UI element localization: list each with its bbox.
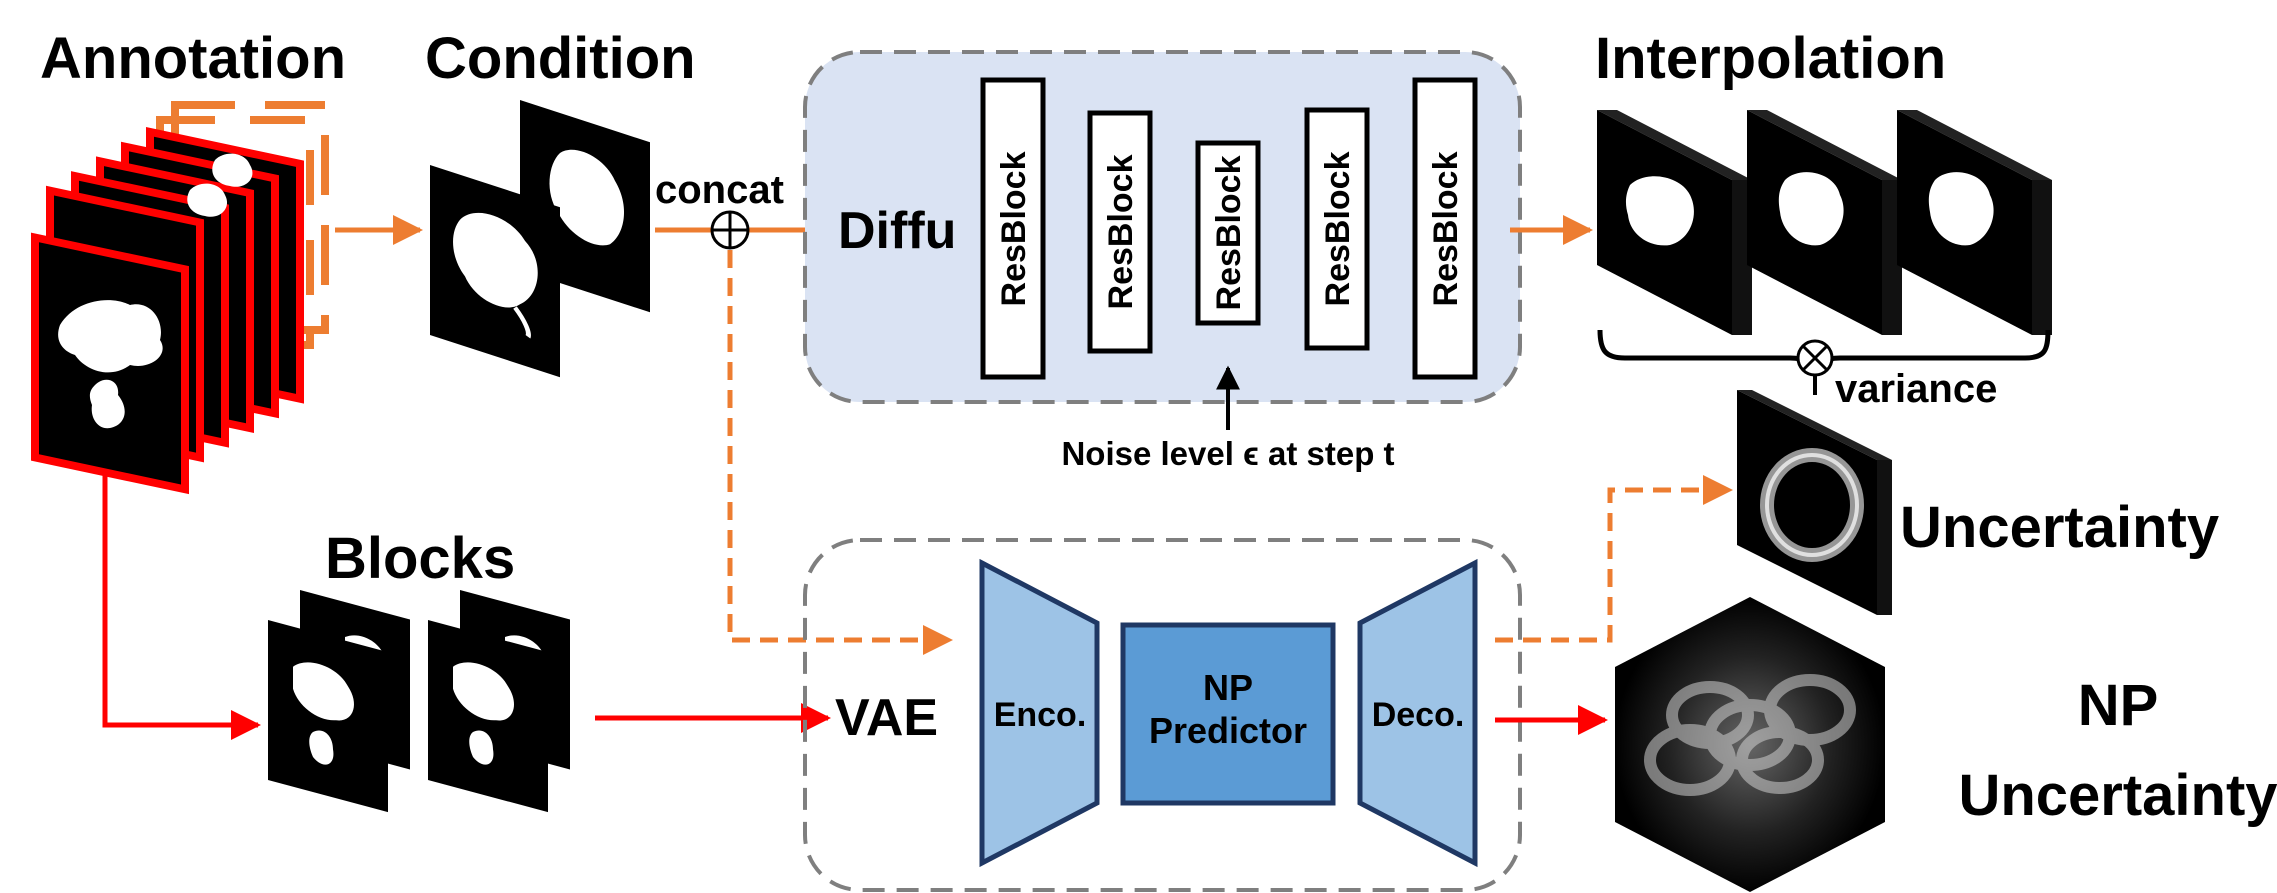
blocks-title: Blocks <box>325 526 515 591</box>
vae-label: VAE <box>835 689 938 747</box>
encoder-label: Enco. <box>994 696 1087 734</box>
diffu-label: Diffu <box>838 202 956 260</box>
circle-plus-icon <box>710 210 750 250</box>
uncertainty-map <box>1737 390 1892 615</box>
interpolation-title: Interpolation <box>1595 26 1946 91</box>
noise-level-label: Noise level ϵ at step t <box>1061 435 1394 472</box>
concat-to-vae-dashed-arrow <box>727 250 953 655</box>
encoder-block: Enco. <box>979 558 1100 868</box>
np-uncertainty-map <box>1615 597 1885 892</box>
resblock-1-label: ResBlock <box>995 151 1033 306</box>
resblock-4-label: ResBlock <box>1319 151 1357 306</box>
resblock-2-label: ResBlock <box>1102 154 1140 309</box>
np-predictor-line2: Predictor <box>1149 710 1307 751</box>
interpolation-slice-2 <box>1747 110 1902 335</box>
circle-times-icon <box>1796 339 1834 377</box>
annotation-to-blocks-arrow <box>102 470 261 740</box>
decoder-label: Deco. <box>1372 696 1465 734</box>
annotation-title: Annotation <box>40 26 346 91</box>
decoder-to-uncertainty-dashed-arrow <box>1495 475 1733 643</box>
resblock-4: ResBlock <box>1304 107 1370 351</box>
interpolation-slice-1 <box>1597 110 1752 335</box>
concat-label: concat <box>655 168 784 212</box>
resblock-5-label: ResBlock <box>1427 151 1465 306</box>
annotation-stack <box>31 101 329 495</box>
resblock-3-label: ResBlock <box>1210 155 1248 310</box>
np-predictor-line1: NP <box>1203 667 1253 708</box>
interpolation-slice-3 <box>1897 110 2052 335</box>
uncertainty-label: Uncertainty <box>1900 495 2219 560</box>
np-uncertainty-line2: Uncertainty <box>1958 763 2277 828</box>
blocks-slices <box>268 590 570 813</box>
decoder-block: Deco. <box>1357 558 1478 868</box>
np-uncertainty-line1: NP <box>2078 673 2159 738</box>
condition-slices <box>430 99 650 378</box>
resblock-3: ResBlock <box>1195 140 1261 326</box>
condition-title: Condition <box>425 26 696 91</box>
resblock-5: ResBlock <box>1412 77 1478 380</box>
variance-label: variance <box>1835 367 1997 411</box>
resblock-1: ResBlock <box>980 77 1046 380</box>
interpolation-slices <box>1597 110 2052 335</box>
np-predictor-block: NP Predictor <box>1120 622 1336 806</box>
resblock-2: ResBlock <box>1087 110 1153 354</box>
